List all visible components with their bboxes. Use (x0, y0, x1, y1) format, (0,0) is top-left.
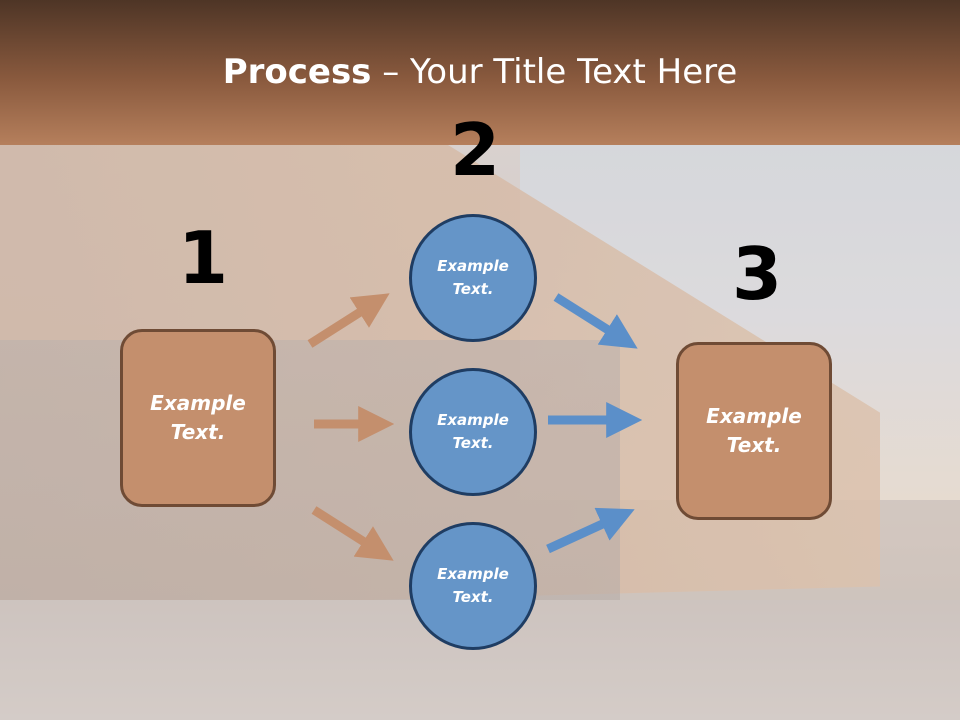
process-circle-middle-text: Example Text. (437, 411, 509, 452)
process-circle-top-text: Example Text. (437, 257, 509, 298)
arrow-bottom-to-right (546, 507, 635, 554)
arrow-left-to-top (307, 293, 390, 348)
process-circle-middle[interactable]: Example Text. (409, 368, 537, 496)
process-box-right-text: Example Text. (706, 404, 802, 457)
title-rest: – Your Title Text Here (371, 52, 738, 92)
process-circle-top[interactable]: Example Text. (409, 214, 537, 342)
process-box-left-text: Example Text. (150, 391, 246, 444)
step-number-1: 1 (178, 216, 229, 300)
arrow-left-to-bottom (311, 506, 394, 561)
step-number-2: 2 (450, 108, 501, 192)
process-circle-bottom-text: Example Text. (437, 565, 509, 606)
title-bold: Process (222, 52, 372, 92)
process-box-right[interactable]: Example Text. (676, 342, 832, 520)
title-banner (0, 0, 960, 145)
step-number-3: 3 (732, 232, 783, 316)
process-box-left[interactable]: Example Text. (120, 329, 276, 507)
arrow-top-to-right (553, 293, 638, 349)
process-circle-bottom[interactable]: Example Text. (409, 522, 537, 650)
slide-title[interactable]: Process – Your Title Text Here (0, 52, 960, 92)
